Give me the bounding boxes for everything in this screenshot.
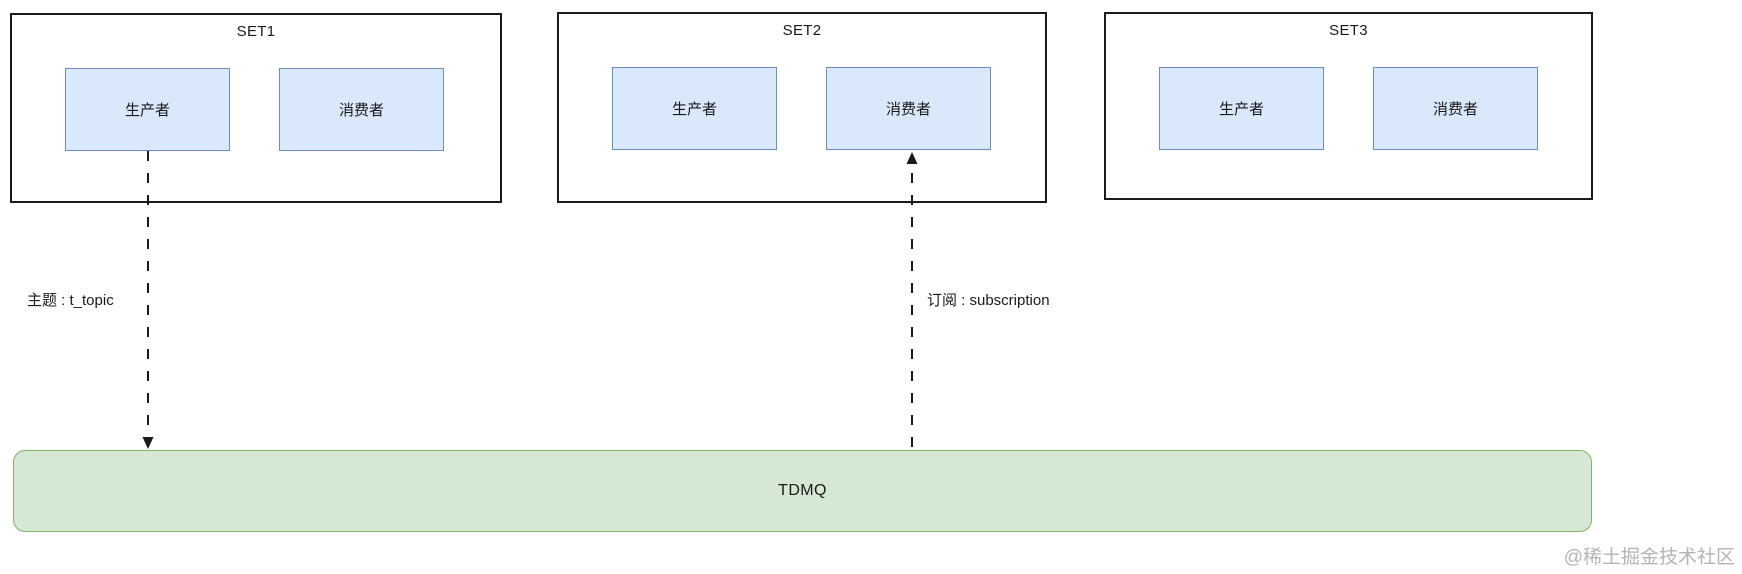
set1-producer-node: 生产者	[65, 68, 230, 151]
set2-producer-label: 生产者	[671, 101, 717, 118]
set1-title: SET1	[236, 23, 276, 40]
tdmq-queue-bar: TDMQ	[13, 450, 1592, 532]
set2-frame: SET2 生产者 消费者	[557, 12, 1047, 203]
topic-edge-label: 主题 : t_topic	[27, 292, 114, 309]
set3-consumer-label: 消费者	[1432, 101, 1478, 118]
tdmq-label: TDMQ	[778, 482, 827, 499]
set1-frame: SET1 生产者 消费者	[10, 13, 502, 203]
set2-consumer-label: 消费者	[885, 101, 931, 118]
set1-producer-label: 生产者	[124, 102, 170, 119]
set1-consumer-label: 消费者	[338, 102, 384, 119]
set3-title: SET3	[1329, 22, 1368, 39]
set1-consumer-node: 消费者	[279, 68, 444, 151]
set3-frame: SET3 生产者 消费者	[1104, 12, 1593, 200]
set2-title: SET2	[782, 22, 822, 39]
set3-producer-label: 生产者	[1218, 101, 1264, 118]
set2-consumer-node: 消费者	[826, 67, 991, 150]
set2-producer-node: 生产者	[612, 67, 777, 150]
watermark: @稀土掘金技术社区	[1563, 547, 1735, 568]
subscription-edge-label: 订阅 : subscription	[927, 292, 1050, 309]
arrow-down-icon	[142, 437, 154, 449]
set3-consumer-node: 消费者	[1373, 67, 1538, 150]
set3-producer-node: 生产者	[1159, 67, 1324, 150]
